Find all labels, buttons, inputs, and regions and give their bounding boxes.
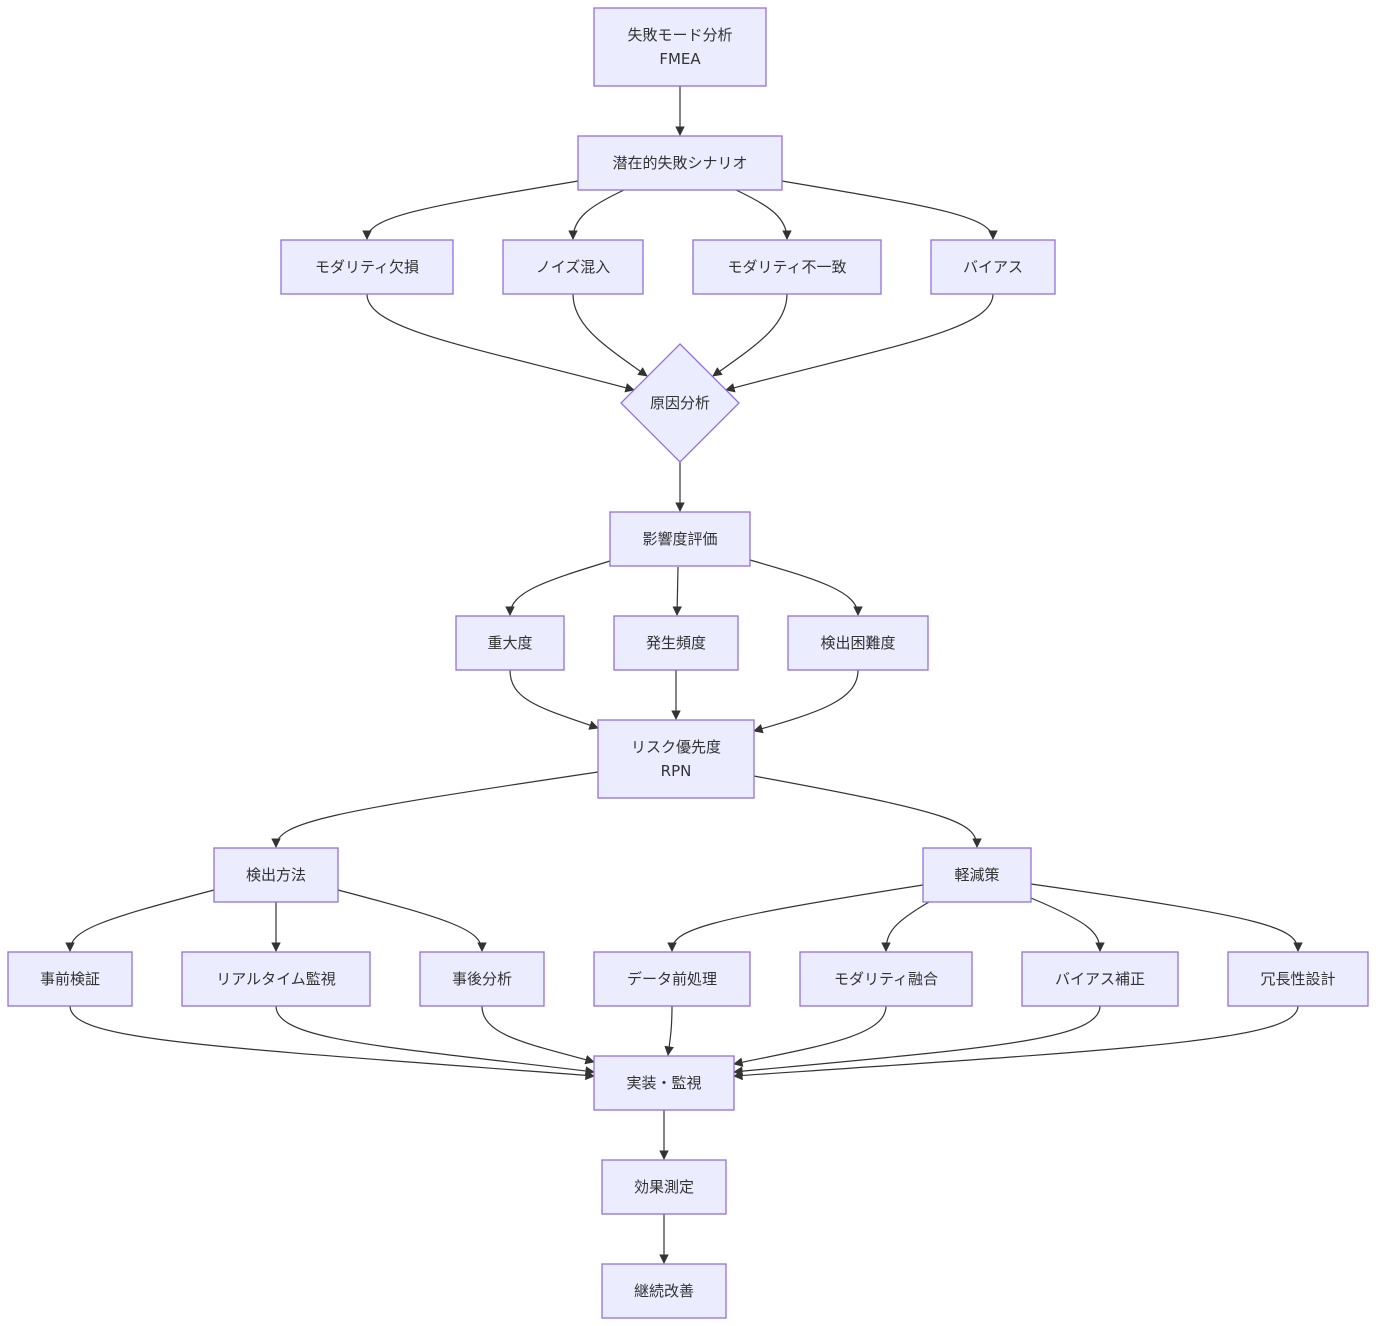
node-impact-label: 影響度評価 (642, 530, 717, 548)
edge-pre-validation-implement (69, 1005, 595, 1081)
edge-modality-missing-cause (366, 293, 635, 393)
node-noise-label: ノイズ混入 (536, 258, 611, 276)
node-scenario: 潜在的失敗シナリオ (577, 135, 783, 191)
edge-detection-difficulty-rpn (753, 669, 859, 734)
edge-impact-occurrence (672, 566, 682, 616)
edge-rpn-mitigation (753, 775, 982, 848)
node-effect-label: 効果測定 (634, 1178, 694, 1196)
node-effect: 効果測定 (601, 1159, 727, 1215)
edge-mitigation-redundancy (1030, 883, 1303, 952)
node-rpn-label-line2: RPN (661, 762, 692, 780)
node-impact: 影響度評価 (609, 511, 751, 567)
node-noise: ノイズ混入 (502, 239, 644, 295)
edge-redundancy-implement (733, 1005, 1299, 1081)
node-implement: 実装・監視 (593, 1055, 735, 1111)
edge-modality-mismatch-cause (712, 293, 788, 377)
node-post-analysis: 事後分析 (419, 951, 545, 1007)
node-preprocessing-label: データ前処理 (627, 970, 717, 988)
node-realtime-monitor-label: リアルタイム監視 (216, 970, 336, 988)
edge-modality-fusion-implement (733, 1005, 887, 1067)
node-modality-fusion: モダリティ融合 (799, 951, 973, 1007)
node-implement-label: 実装・監視 (626, 1074, 701, 1092)
node-redundancy: 冗長性設計 (1227, 951, 1369, 1007)
node-fmea-label-line2: FMEA (659, 50, 701, 68)
node-bias-correction: バイアス補正 (1021, 951, 1179, 1007)
nodes: 失敗モード分析 FMEA 潜在的失敗シナリオ モダリティ欠損 ノイズ混入 モダリ… (7, 7, 1369, 1319)
edge-mitigation-bias-correction (1030, 897, 1105, 952)
node-modality-missing-label: モダリティ欠損 (315, 258, 419, 276)
edge-mitigation-preprocessing (667, 884, 924, 952)
edge-detection-method-pre-validation (65, 889, 215, 952)
node-rpn: リスク優先度 RPN (597, 719, 755, 799)
edge-bias-cause (725, 293, 994, 393)
node-occurrence-label: 発生頻度 (646, 634, 706, 652)
node-preprocessing: データ前処理 (593, 951, 751, 1007)
node-pre-validation-label: 事前検証 (40, 970, 100, 988)
node-detection-method-label: 検出方法 (246, 866, 306, 884)
node-bias-correction-label: バイアス補正 (1055, 970, 1145, 988)
node-mitigation-label: 軽減策 (954, 866, 999, 884)
node-pre-validation: 事前検証 (7, 951, 133, 1007)
edge-post-analysis-implement (481, 1005, 595, 1065)
edge-impact-detection-difficulty (749, 559, 863, 616)
edge-scenario-bias (781, 180, 998, 240)
edge-severity-rpn (509, 669, 599, 730)
edge-noise-cause (572, 293, 648, 377)
edges (65, 86, 1303, 1264)
node-detection-difficulty: 検出困難度 (787, 615, 929, 671)
edge-realtime-monitor-implement (275, 1005, 595, 1076)
node-severity: 重大度 (455, 615, 565, 671)
edge-scenario-modality-missing (362, 180, 579, 240)
edge-scenario-modality-mismatch (735, 189, 792, 240)
node-rpn-label-line1: リスク優先度 (631, 738, 721, 756)
node-modality-mismatch-label: モダリティ不一致 (727, 258, 846, 276)
node-fmea: 失敗モード分析 FMEA (593, 7, 767, 87)
node-cause: 原因分析 (620, 343, 740, 463)
node-post-analysis-label: 事後分析 (452, 970, 512, 988)
node-realtime-monitor: リアルタイム監視 (181, 951, 371, 1007)
edge-detection-method-post-analysis (337, 889, 487, 952)
node-fmea-label-line1: 失敗モード分析 (627, 26, 732, 44)
node-detection-method: 検出方法 (213, 847, 339, 903)
node-severity-label: 重大度 (487, 634, 532, 652)
node-scenario-label: 潜在的失敗シナリオ (612, 154, 747, 172)
node-modality-missing: モダリティ欠損 (280, 239, 454, 295)
edge-rpn-detection-method (271, 771, 599, 848)
edge-bias-correction-implement (733, 1005, 1101, 1076)
node-modality-mismatch: モダリティ不一致 (692, 239, 882, 295)
node-redundancy-label: 冗長性設計 (1260, 970, 1335, 988)
edge-scenario-noise (568, 189, 625, 240)
node-mitigation: 軽減策 (922, 847, 1032, 903)
node-occurrence: 発生頻度 (613, 615, 739, 671)
node-improve-label: 継続改善 (634, 1282, 694, 1300)
node-modality-fusion-label: モダリティ融合 (834, 970, 938, 988)
node-detection-difficulty-label: 検出困難度 (820, 634, 895, 652)
node-bias-label: バイアス (963, 258, 1023, 276)
edge-preprocessing-implement (664, 1005, 674, 1056)
edge-mitigation-modality-fusion (881, 901, 930, 952)
node-cause-label: 原因分析 (650, 394, 710, 412)
node-improve: 継続改善 (601, 1263, 727, 1319)
edge-impact-severity (505, 560, 611, 616)
node-bias: バイアス (930, 239, 1056, 295)
